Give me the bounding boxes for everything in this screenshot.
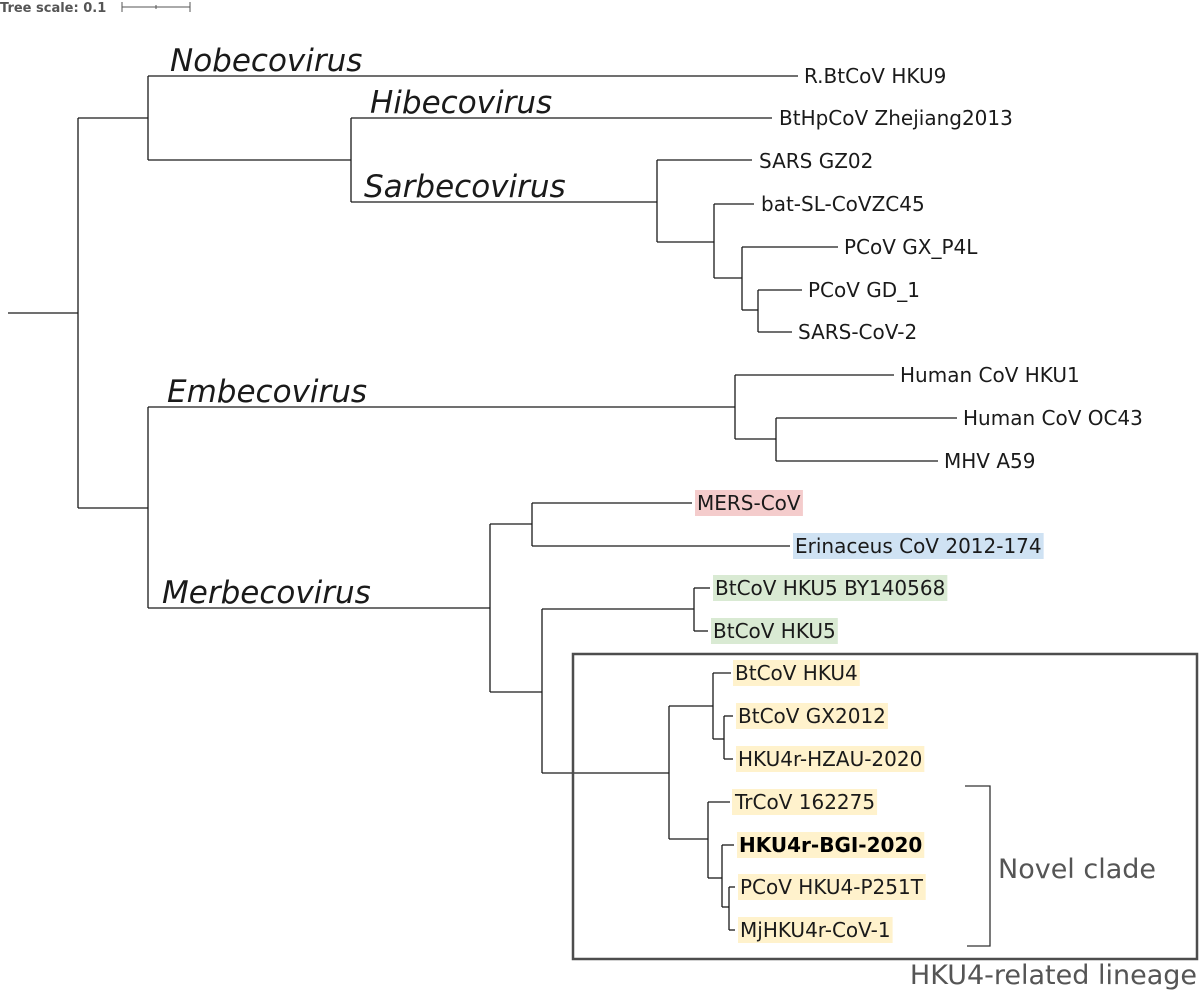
tip-highlight xyxy=(736,746,925,772)
tip-label: Human CoV OC43 xyxy=(963,406,1143,430)
tip-label: TrCoV 162275 xyxy=(734,790,875,814)
tip-highlight xyxy=(738,917,893,943)
genus-label-sarbecovirus: Sarbecovirus xyxy=(364,169,566,205)
tip-label: MHV A59 xyxy=(944,449,1035,473)
tip-label: R.BtCoV HKU9 xyxy=(804,64,946,88)
novel-clade-label: Novel clade xyxy=(998,854,1156,885)
hku4-lineage-box xyxy=(571,652,1199,961)
tip-highlight xyxy=(713,575,948,601)
genus-label-nobecovirus: Nobecovirus xyxy=(170,43,362,79)
genus-label-hibecovirus: Hibecovirus xyxy=(370,85,552,121)
genus-label-merbecovirus: Merbecovirus xyxy=(162,575,371,611)
tip-label: SARS GZ02 xyxy=(759,149,873,173)
tip-label: BtCoV GX2012 xyxy=(738,704,886,728)
tip-highlight xyxy=(737,832,925,858)
genus-label-embecovirus: Embecovirus xyxy=(167,374,367,410)
tip-label: BtHpCoV Zhejiang2013 xyxy=(779,106,1013,130)
tip-label: SARS-CoV-2 xyxy=(798,320,917,344)
tree-scale-label: Tree scale: 0.1 xyxy=(0,1,106,16)
tip-label: BtCoV HKU5 xyxy=(713,619,836,643)
hku4-lineage-label: HKU4-related lineage xyxy=(910,960,1197,990)
tip-label: PCoV GX_P4L xyxy=(844,235,978,259)
tip-label: Erinaceus CoV 2012-174 xyxy=(795,534,1042,558)
tip-highlight xyxy=(738,874,926,900)
tip-label: PCoV HKU4-P251T xyxy=(740,875,924,899)
tree-scale: Tree scale: 0.1 xyxy=(0,1,191,16)
tip-label: HKU4r-HZAU-2020 xyxy=(738,747,922,771)
tip-label: HKU4r-BGI-2020 xyxy=(739,833,922,857)
tip-label: MjHKU4r-CoV-1 xyxy=(740,918,891,942)
tip-label: PCoV GD_1 xyxy=(808,278,920,302)
tip-highlight xyxy=(736,703,888,729)
tip-label: BtCoV HKU5 BY140568 xyxy=(715,576,945,600)
tip-highlight xyxy=(711,618,838,644)
tip-highlight xyxy=(732,789,878,815)
tip-highlight xyxy=(695,490,803,516)
tip-label: MERS-CoV xyxy=(697,491,801,515)
tree-branches xyxy=(8,75,957,931)
tip-highlight xyxy=(733,660,860,686)
tip-highlights xyxy=(695,490,1044,943)
tip-label: bat-SL-CoVZC45 xyxy=(761,192,925,216)
tip-label: Human CoV HKU1 xyxy=(900,363,1080,387)
tip-labels: R.BtCoV HKU9 BtHpCoV Zhejiang2013 SARS G… xyxy=(697,64,1143,942)
genus-labels: Nobecovirus Hibecovirus Sarbecovirus Emb… xyxy=(162,43,566,611)
tip-label: BtCoV HKU4 xyxy=(735,661,858,685)
tip-highlight xyxy=(793,533,1044,559)
novel-clade-bracket xyxy=(965,785,991,947)
